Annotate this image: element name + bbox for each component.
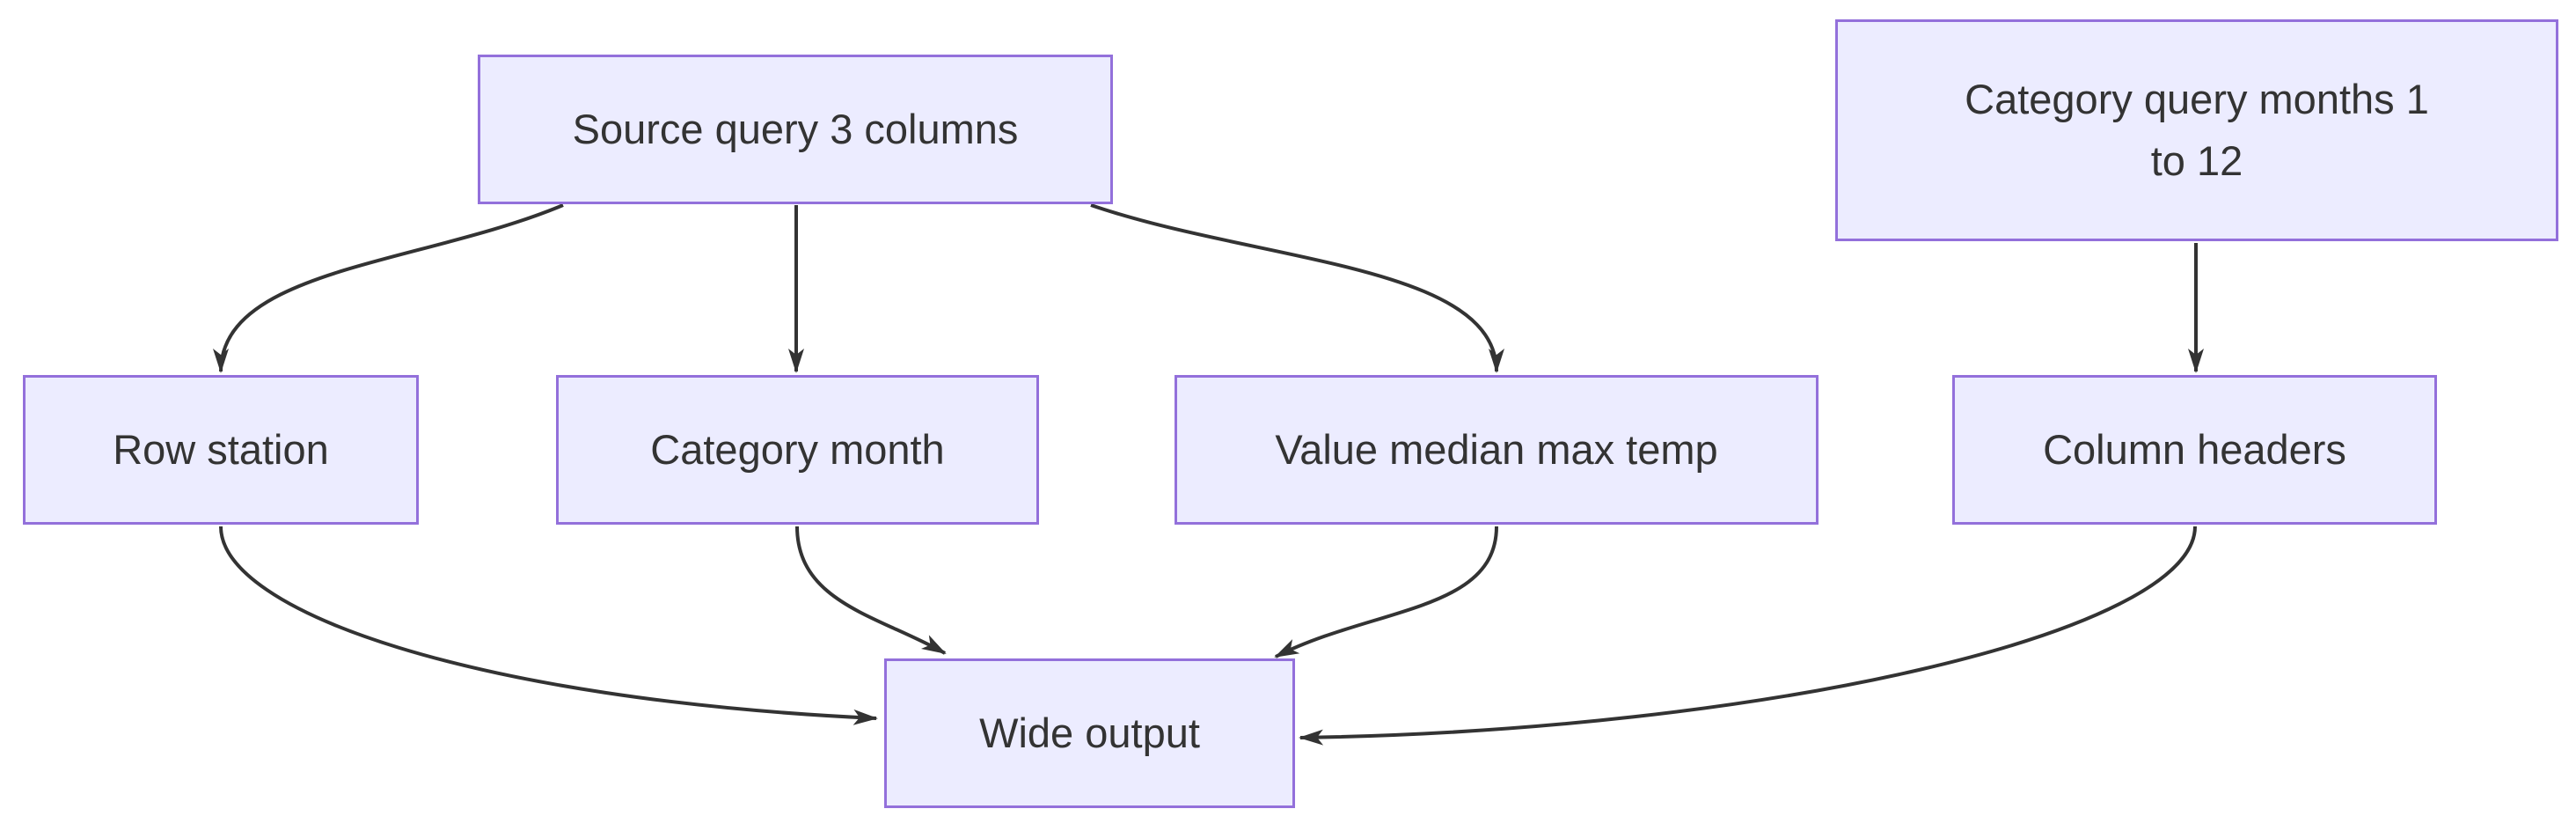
node-label-wide: Wide output bbox=[979, 709, 1200, 756]
node-catquery: Category query months 1 to 12 bbox=[1835, 19, 2558, 241]
node-wide: Wide output bbox=[884, 658, 1295, 808]
node-label-catquery: Category query months 1 to 12 bbox=[1965, 75, 2429, 185]
node-source: Source query 3 columns bbox=[478, 55, 1113, 204]
node-value: Value median max temp bbox=[1175, 375, 1819, 525]
edge-value-to-wide bbox=[1274, 526, 1498, 658]
edge-source-to-row bbox=[213, 203, 564, 373]
node-label-catmonth: Category month bbox=[650, 425, 945, 473]
edge-catmonth-to-wide bbox=[795, 526, 947, 655]
node-label-colheaders: Column headers bbox=[2043, 425, 2346, 473]
edge-colheaders-to-wide bbox=[1299, 526, 2197, 746]
node-catmonth: Category month bbox=[556, 375, 1039, 525]
edge-row-to-wide bbox=[219, 526, 878, 725]
node-label-row: Row station bbox=[113, 425, 329, 473]
node-label-value: Value median max temp bbox=[1275, 425, 1718, 473]
node-row: Row station bbox=[23, 375, 419, 525]
node-label-source: Source query 3 columns bbox=[572, 105, 1019, 152]
node-colheaders: Column headers bbox=[1952, 375, 2437, 525]
edge-source-to-value bbox=[1090, 203, 1504, 373]
